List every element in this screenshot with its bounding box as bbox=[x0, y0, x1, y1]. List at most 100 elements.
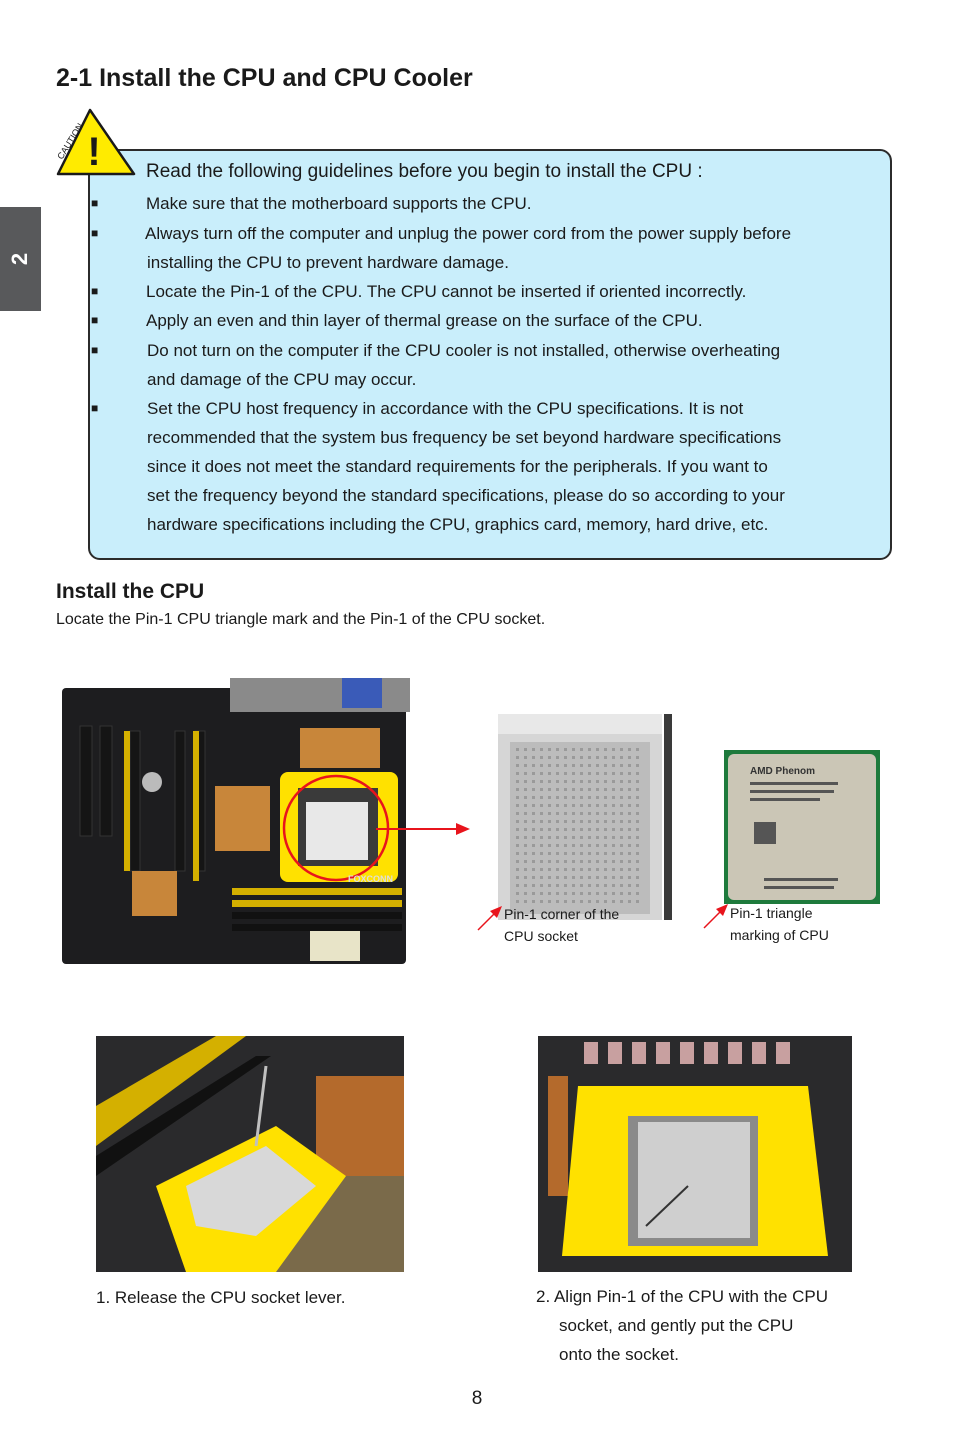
socket-pin bbox=[556, 900, 559, 903]
socket-pin bbox=[516, 756, 519, 759]
socket-pin bbox=[636, 804, 639, 807]
socket-pin bbox=[588, 764, 591, 767]
socket-pin bbox=[540, 748, 543, 751]
socket-pin bbox=[588, 900, 591, 903]
socket-pin bbox=[540, 804, 543, 807]
socket-pin bbox=[548, 812, 551, 815]
socket-pin bbox=[516, 780, 519, 783]
socket-pin bbox=[548, 772, 551, 775]
socket-pin bbox=[588, 804, 591, 807]
socket-pin bbox=[588, 892, 591, 895]
socket-pin bbox=[588, 828, 591, 831]
socket-pin bbox=[604, 748, 607, 751]
socket-pin bbox=[564, 860, 567, 863]
socket-pin bbox=[604, 852, 607, 855]
socket-pin bbox=[548, 764, 551, 767]
socket-pin bbox=[580, 900, 583, 903]
socket-pin bbox=[596, 772, 599, 775]
socket-pin bbox=[556, 844, 559, 847]
guideline-text: Always turn off the computer and unplug … bbox=[145, 224, 792, 272]
socket-pin bbox=[540, 900, 543, 903]
socket-pin bbox=[580, 876, 583, 879]
socket-pin bbox=[636, 860, 639, 863]
socket-pointer-arrow bbox=[477, 906, 502, 931]
socket-pin bbox=[540, 884, 543, 887]
socket-pin bbox=[540, 868, 543, 871]
socket-pin bbox=[524, 812, 527, 815]
socket-pin bbox=[572, 804, 575, 807]
red-arrow bbox=[376, 823, 470, 835]
socket-pin bbox=[540, 836, 543, 839]
socket-pin bbox=[596, 852, 599, 855]
socket-pin bbox=[604, 788, 607, 791]
bullet-icon: ■ bbox=[91, 284, 99, 298]
socket-pin bbox=[588, 796, 591, 799]
socket-pin bbox=[540, 788, 543, 791]
socket-pin bbox=[564, 764, 567, 767]
socket-pin bbox=[596, 844, 599, 847]
socket-pin bbox=[628, 836, 631, 839]
socket-pin bbox=[588, 748, 591, 751]
caution-lead: Read the following guidelines before you… bbox=[146, 161, 703, 182]
socket-pin bbox=[532, 756, 535, 759]
section-title: 2-1 Install the CPU and CPU Cooler bbox=[56, 64, 473, 92]
socket-pin bbox=[596, 868, 599, 871]
socket-pin bbox=[564, 844, 567, 847]
socket-pin bbox=[612, 772, 615, 775]
socket-pin bbox=[628, 780, 631, 783]
socket-pin bbox=[628, 748, 631, 751]
socket-pin bbox=[572, 876, 575, 879]
socket-pin bbox=[628, 756, 631, 759]
socket-pin bbox=[532, 884, 535, 887]
socket-pin bbox=[588, 844, 591, 847]
socket-pin bbox=[604, 876, 607, 879]
socket-pin bbox=[564, 828, 567, 831]
socket-pin bbox=[604, 892, 607, 895]
socket-pin bbox=[572, 780, 575, 783]
socket-pin bbox=[532, 892, 535, 895]
install-cpu-title: Install the CPU bbox=[56, 580, 205, 603]
socket-pin bbox=[612, 748, 615, 751]
socket-pin bbox=[628, 876, 631, 879]
socket-pin bbox=[580, 796, 583, 799]
socket-pin bbox=[532, 788, 535, 791]
socket-pin bbox=[516, 812, 519, 815]
socket-pin bbox=[548, 836, 551, 839]
socket-pin bbox=[628, 868, 631, 871]
socket-pin bbox=[516, 796, 519, 799]
socket-pin bbox=[612, 892, 615, 895]
socket-pin bbox=[516, 804, 519, 807]
socket-pin bbox=[612, 780, 615, 783]
socket-pin bbox=[636, 780, 639, 783]
socket-pin bbox=[564, 852, 567, 855]
socket-pin bbox=[532, 820, 535, 823]
socket-pin bbox=[524, 876, 527, 879]
socket-pin bbox=[572, 756, 575, 759]
socket-pin bbox=[580, 788, 583, 791]
socket-pin bbox=[548, 844, 551, 847]
socket-pin bbox=[580, 868, 583, 871]
socket-pin bbox=[604, 804, 607, 807]
socket-pin bbox=[588, 788, 591, 791]
guideline-text: Set the CPU host frequency in accordance… bbox=[147, 399, 785, 534]
socket-pin bbox=[524, 868, 527, 871]
socket-pin bbox=[580, 844, 583, 847]
socket-pin bbox=[612, 788, 615, 791]
socket-pin bbox=[548, 884, 551, 887]
socket-pin bbox=[612, 836, 615, 839]
socket-pin bbox=[572, 892, 575, 895]
socket-pin bbox=[548, 892, 551, 895]
socket-pin bbox=[564, 900, 567, 903]
socket-pin bbox=[588, 780, 591, 783]
socket-pin bbox=[524, 764, 527, 767]
socket-pin bbox=[596, 796, 599, 799]
socket-pin bbox=[628, 844, 631, 847]
socket-pin bbox=[564, 796, 567, 799]
socket-pin bbox=[532, 900, 535, 903]
socket-pin bbox=[564, 804, 567, 807]
socket-pin bbox=[620, 892, 623, 895]
socket-pin bbox=[564, 836, 567, 839]
socket-pin bbox=[548, 748, 551, 751]
socket-pin bbox=[556, 828, 559, 831]
socket-pin bbox=[548, 804, 551, 807]
